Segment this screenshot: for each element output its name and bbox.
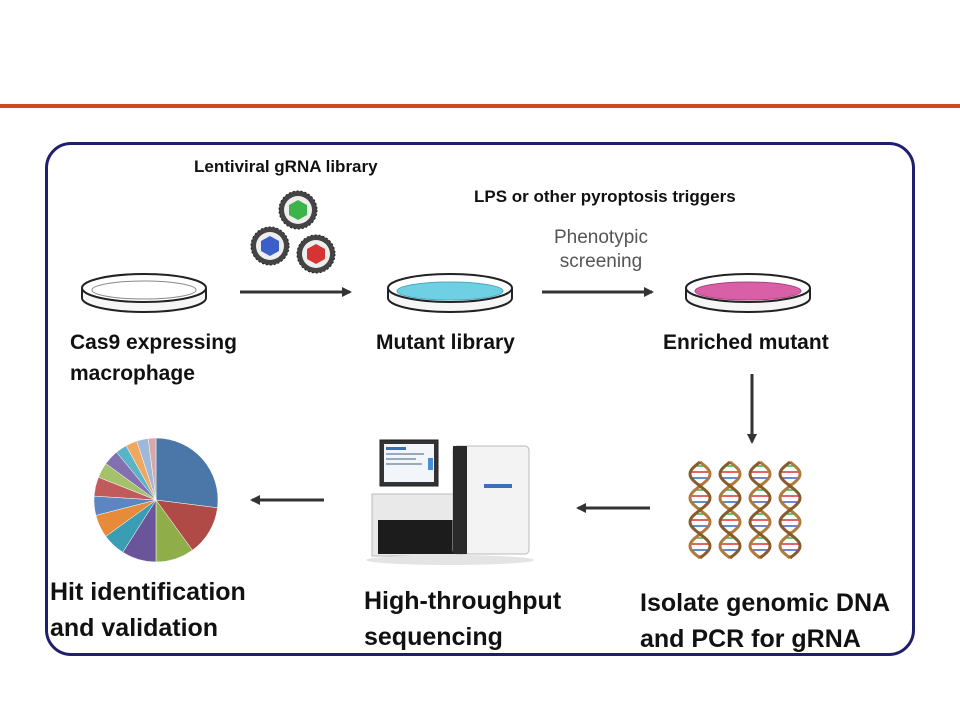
lentiviral-library-label: Lentiviral gRNA library [194,157,378,176]
sequencing-line-2: sequencing [364,623,503,652]
isolate-line-1: Isolate genomic DNA [640,589,891,617]
trigger-label: LPS or other pyroptosis triggers [474,187,736,206]
hit-line-2: and validation [50,614,219,643]
hit-identification-label: Hit identification and validation [50,574,246,647]
phenotypic-line-2: screening [559,250,643,272]
isolate-dna-label: Isolate genomic DNA and PCR for gRNA [640,585,890,658]
phenotypic-line-1: Phenotypic [553,227,648,248]
sequencer-machine-icon [366,439,534,565]
virus-particle-icon [250,226,290,266]
mutant-library-label: Mutant library [376,331,515,354]
sequencing-label: High-throughput sequencing [364,583,561,656]
petri-dish-icon [685,273,811,313]
petri-dish-icon [81,273,207,313]
cas9-macrophage-label: Cas9 expressing macrophage [70,330,237,386]
sequencing-line-1: High-throughput [364,587,562,615]
enriched-mutant-label: Enriched mutant [663,331,829,354]
cas9-line-1: Cas9 expressing [70,331,237,354]
cas9-line-2: macrophage [70,362,195,386]
pie-slice [147,437,157,501]
title-divider [0,104,960,108]
hit-line-1: Hit identification [50,578,246,606]
virus-particle-icon [278,190,318,230]
pie-slice [155,437,219,509]
phenotypic-screening-label: Phenotypic screening [526,226,676,274]
dna-helix-icon [688,460,802,560]
isolate-line-2: and PCR for gRNA [640,625,861,654]
workflow-panel [45,142,915,656]
pie-chart-icon [93,437,219,563]
petri-dish-icon [387,273,513,313]
virus-particle-icon [296,234,336,274]
